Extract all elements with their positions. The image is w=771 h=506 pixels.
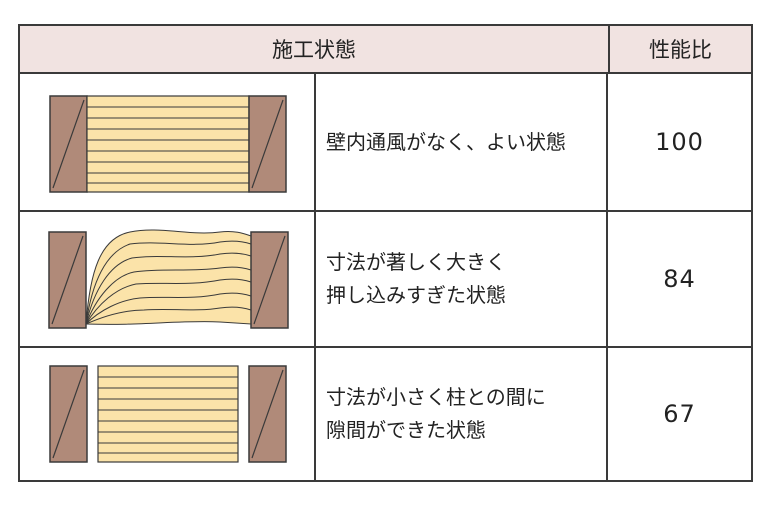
- description-line: 壁内通風がなく、よい状態: [326, 129, 566, 154]
- insulation-batt-bulging: [85, 229, 252, 325]
- table-row-gaps: 寸法が小さく柱との間に 隙間ができた状態 67: [20, 348, 751, 480]
- performance-value: 84: [663, 265, 696, 293]
- description-line: 寸法が著しく大きく: [326, 250, 506, 274]
- performance-table: 施工状態 性能比: [18, 24, 753, 482]
- header-performance: 性能比: [608, 26, 751, 72]
- insulation-batt: [86, 95, 250, 193]
- performance-value: 100: [655, 128, 704, 156]
- row-description: 寸法が著しく大きく 押し込みすぎた状態: [316, 212, 608, 346]
- description-line: 押し込みすぎた状態: [326, 283, 506, 307]
- right-stud: [248, 95, 287, 193]
- table-row-compressed: 寸法が著しく大きく 押し込みすぎた状態 84: [20, 212, 751, 348]
- right-stud: [250, 231, 289, 329]
- performance-value: 67: [663, 400, 696, 428]
- header-condition: 施工状態: [272, 38, 356, 62]
- diagram-good: [20, 74, 316, 210]
- left-stud: [49, 95, 88, 193]
- table-row-good: 壁内通風がなく、よい状態 100: [20, 74, 751, 212]
- row-description: 壁内通風がなく、よい状態: [316, 74, 608, 210]
- table-header: 施工状態 性能比: [20, 26, 751, 74]
- insulation-batt-small: [97, 365, 239, 463]
- right-stud: [248, 365, 287, 463]
- left-stud: [49, 365, 88, 463]
- diagram-compressed: [20, 212, 316, 346]
- diagram-gaps: [20, 348, 316, 480]
- row-description: 寸法が小さく柱との間に 隙間ができた状態: [316, 348, 608, 480]
- left-stud: [48, 231, 87, 329]
- description-line: 寸法が小さく柱との間に: [326, 385, 546, 409]
- description-line: 隙間ができた状態: [326, 418, 486, 442]
